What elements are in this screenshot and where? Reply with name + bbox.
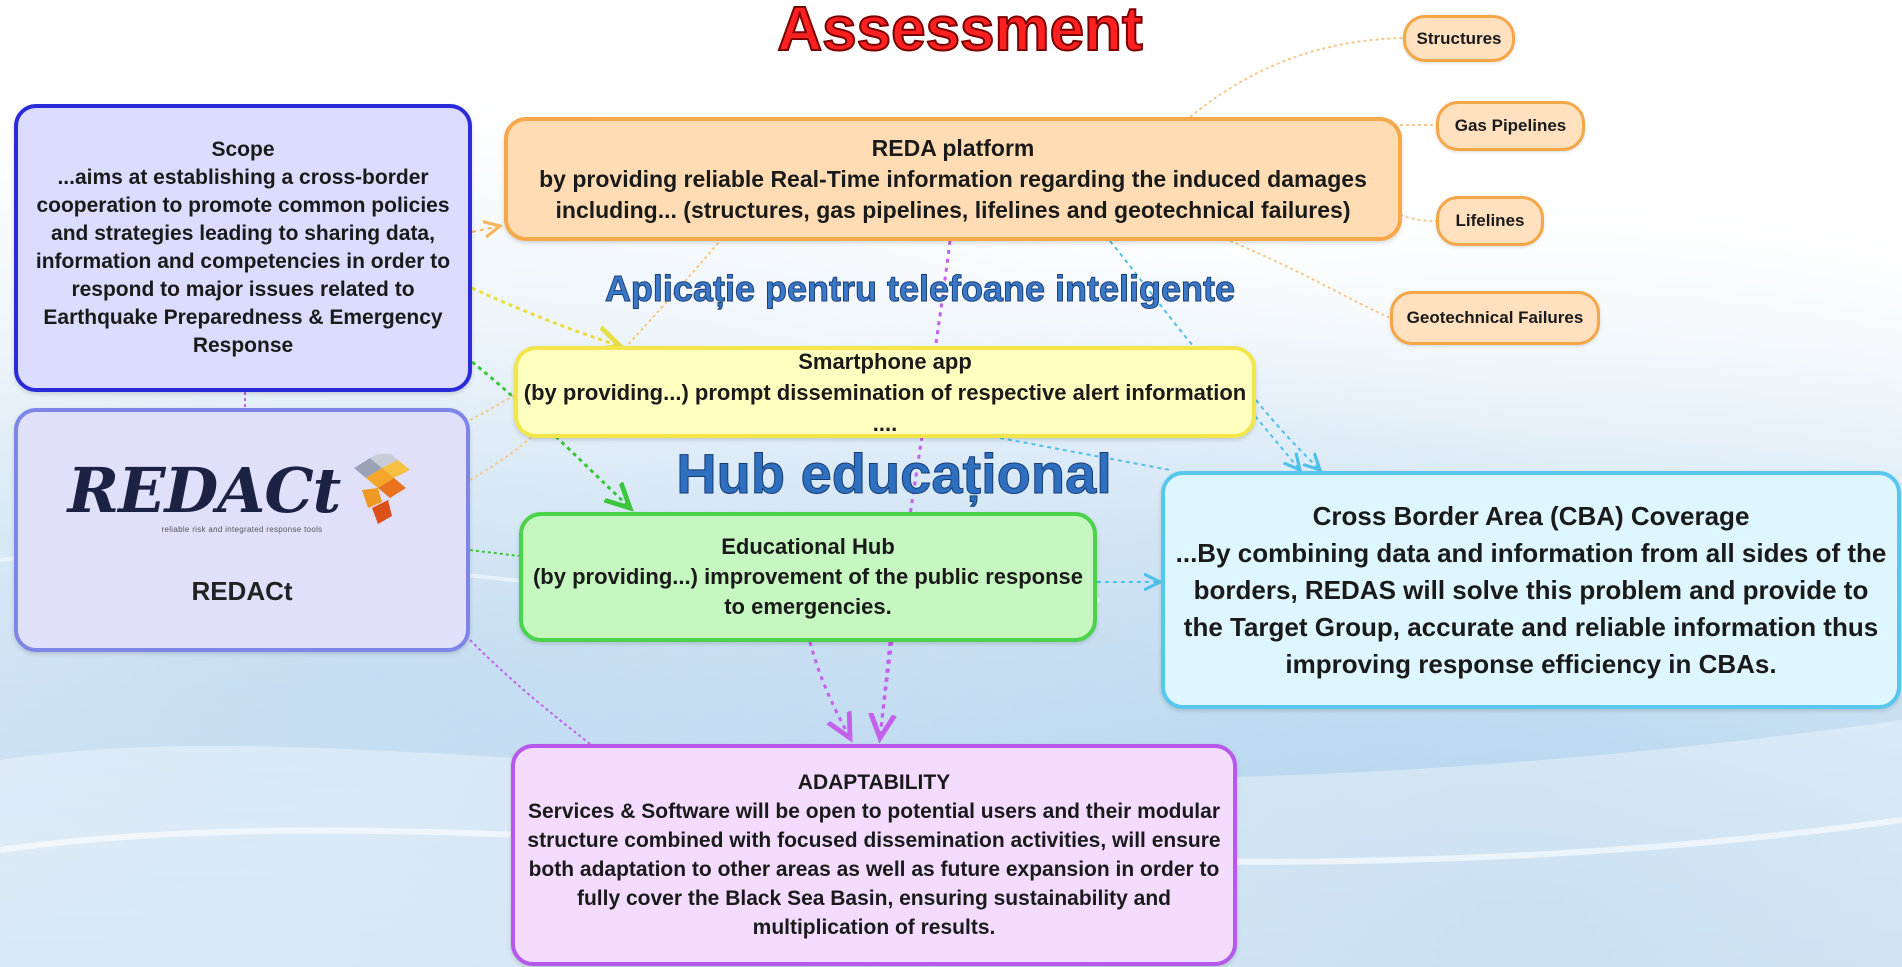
redact-box: REDACt reliable risk and integrated resp… — [14, 408, 470, 652]
adaptability-box: ADAPTABILITY Services & Software will be… — [511, 744, 1237, 966]
scope-box: Scope ...aims at establishing a cross-bo… — [14, 104, 472, 392]
branch-gas-pipelines: Gas Pipelines — [1436, 101, 1585, 151]
branch-geotechnical-failures: Geotechnical Failures — [1390, 291, 1600, 345]
educational-body: (by providing...) improvement of the pub… — [532, 564, 1084, 619]
hub-overlay-label: Hub educațional — [676, 442, 1113, 506]
redact-caption: REDACt — [191, 575, 293, 606]
educational-heading: Educational Hub — [721, 534, 895, 559]
smartphone-body: (by providing...) prompt dissemination o… — [523, 379, 1247, 436]
smartphone-app-box: Smartphone app (by providing...) prompt … — [514, 346, 1256, 438]
adaptability-heading: ADAPTABILITY — [797, 771, 951, 794]
smartphone-heading: Smartphone app — [798, 348, 972, 374]
tiles-icon — [354, 454, 411, 524]
branch-lifelines: Lifelines — [1436, 196, 1544, 246]
redact-logo-wordmark: REDACt — [67, 453, 342, 527]
reda-heading: REDA platform — [871, 134, 1035, 161]
adaptability-body: Services & Software will be open to pote… — [527, 800, 1221, 939]
redact-logo: REDACt reliable risk and integrated resp… — [68, 454, 417, 607]
cba-body: ...By combining data and information fro… — [1175, 537, 1887, 679]
branch-structures: Structures — [1403, 15, 1515, 62]
assessment-title: Assessment — [776, 0, 1143, 65]
reda-platform-box: REDA platform by providing reliable Real… — [504, 117, 1402, 241]
scope-heading: Scope — [211, 138, 275, 161]
redact-logo-tagline: reliable risk and integrated response to… — [161, 524, 323, 534]
reda-body: by providing reliable Real-Time informat… — [539, 165, 1367, 223]
cba-heading: Cross Border Area (CBA) Coverage — [1312, 500, 1750, 531]
scope-body: ...aims at establishing a cross-border c… — [35, 166, 451, 357]
aplicatie-overlay-label: Aplicație pentru telefoane inteligente — [604, 268, 1236, 310]
educational-hub-box: Educational Hub (by providing...) improv… — [519, 512, 1097, 642]
cba-coverage-box: Cross Border Area (CBA) Coverage ...By c… — [1161, 471, 1901, 709]
